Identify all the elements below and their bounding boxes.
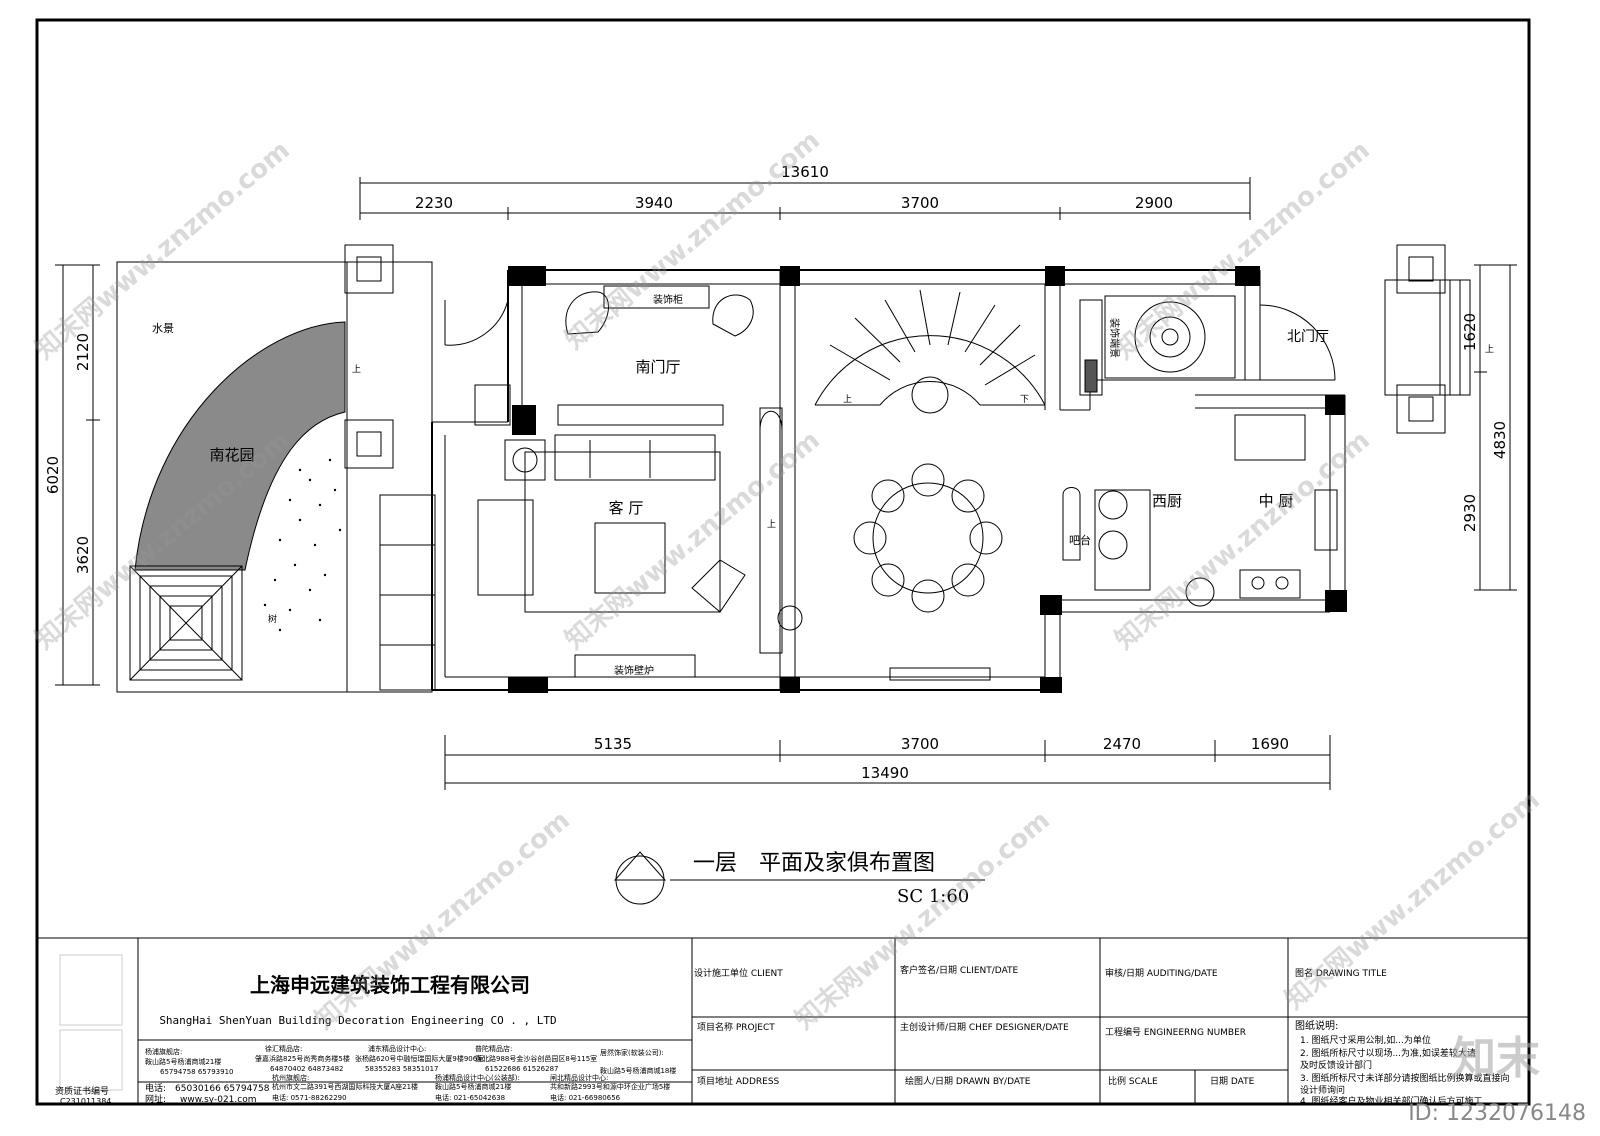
branch-1-addr: 鞍山路5号杨浦商城21楼 xyxy=(145,1057,221,1066)
note-6: 4. 图纸经客户及物业相关部门确认后方可施工 xyxy=(1300,1095,1482,1107)
dim-right-total: 4830 xyxy=(1491,421,1509,459)
sheet-frame xyxy=(35,18,1531,1106)
field-client-sign: 客户签名/日期 CLIENT/DATE xyxy=(900,964,1019,976)
zb-design-addr: 共和新路2993号和源中环企业广场5楼 xyxy=(550,1082,670,1091)
cert-label: 资质证书编号 xyxy=(55,1085,109,1097)
web-url: www.sy-021.com xyxy=(180,1095,256,1105)
note-5: 设计师询问 xyxy=(1300,1084,1345,1096)
room-living: 客 厅 xyxy=(609,499,644,517)
hz-branch-addr: 杭州市文二路391号西湖国际科技大厦A座21楼 xyxy=(272,1082,418,1091)
branch-5-addr: 鞍山路5号杨浦商城18楼 xyxy=(600,1066,676,1075)
field-project: 项目名称 PROJECT xyxy=(697,1021,775,1033)
dim-top-total: 13610 xyxy=(781,163,829,181)
dim-bottom-4: 1690 xyxy=(1251,735,1289,753)
dim-left-2: 3620 xyxy=(74,536,92,574)
branch-1-tel: 65794758 65793910 xyxy=(160,1068,233,1076)
field-drawn-by: 绘图人/日期 DRAWN BY/DATE xyxy=(905,1075,1031,1087)
branch-5-name: 居然饰家(软装公司): xyxy=(600,1048,664,1057)
label-up-3: 上 xyxy=(843,394,852,405)
note-1: 1. 图纸尺寸采用公制,如...为单位 xyxy=(1300,1034,1431,1046)
yp-design-tel: 电话: 021-65042638 xyxy=(435,1093,505,1102)
label-up-2: 上 xyxy=(767,519,776,530)
branch-2-addr: 肇嘉浜路825号尚秀商务楼5楼 xyxy=(255,1054,350,1063)
dim-top-4: 2900 xyxy=(1135,194,1173,212)
yp-design-addr: 鞍山路5号杨浦商城21楼 xyxy=(435,1082,511,1091)
label-deco-cabinet: 装饰柜 xyxy=(653,293,683,306)
label-down: 下 xyxy=(1020,395,1029,405)
web-label: 网址: xyxy=(145,1093,166,1105)
notes-title: 图纸说明: xyxy=(1295,1019,1338,1032)
field-chief-designer: 主创设计师/日期 CHEF DESIGNER/DATE xyxy=(900,1021,1069,1033)
label-deco-scene: 装饰端景 xyxy=(1108,318,1121,358)
note-4: 3. 图纸所标尺寸未详部分请按图纸比例换算或直接向 xyxy=(1300,1072,1509,1084)
dim-right-1: 1620 xyxy=(1461,313,1479,351)
hz-branch-tel: 电话: 0571-88262290 xyxy=(272,1093,347,1102)
field-scale: 比例 SCALE xyxy=(1108,1075,1158,1087)
dim-right-2: 2930 xyxy=(1461,494,1479,532)
zb-design-name: 闸北精品设计中心: xyxy=(550,1073,608,1082)
branch-1-name: 杨浦旗舰店: xyxy=(145,1047,182,1056)
branch-4-tel: 61522686 61526287 xyxy=(485,1065,558,1073)
plan-scale: SC 1:60 xyxy=(897,886,969,907)
room-bar: 吧台 xyxy=(1069,533,1091,547)
dim-left-total: 6020 xyxy=(44,456,62,494)
yp-design-name: 杨浦精品设计中心(公装部): xyxy=(435,1073,520,1082)
plan-title: 一层 平面及家俱布置图 xyxy=(693,851,935,876)
branch-4-name: 普陀精品店: xyxy=(475,1044,512,1053)
note-3: 及时反馈设计部门 xyxy=(1300,1059,1372,1071)
brand-watermark: 知末 xyxy=(1452,1033,1540,1084)
field-date: 日期 DATE xyxy=(1210,1076,1255,1087)
image-id-watermark: ID: 1232076148 xyxy=(1408,1101,1586,1126)
field-eng-no: 工程编号 ENGINEERNG NUMBER xyxy=(1105,1026,1246,1038)
hz-branch-name: 杭州旗舰店: xyxy=(272,1073,309,1082)
branch-2-tel: 64870402 64873482 xyxy=(270,1065,343,1073)
company-name-cn: 上海申远建筑装饰工程有限公司 xyxy=(250,973,530,997)
branch-3-addr: 张杨路620号中融恒瑞国际大厦9楼906室 xyxy=(355,1054,484,1063)
branch-3-tel: 58355283 58351017 xyxy=(365,1065,438,1073)
label-up-4: 上 xyxy=(1485,344,1494,355)
room-chinese-kitchen: 中 厨 xyxy=(1259,492,1294,510)
field-drawing-title: 图名 DRAWING TITLE xyxy=(1295,967,1387,979)
room-north-hall: 北门厅 xyxy=(1287,329,1329,345)
room-south-hall: 南门厅 xyxy=(635,358,680,376)
zb-design-tel: 电话: 021-66980656 xyxy=(550,1093,621,1102)
label-deco-fireplace: 装饰壁炉 xyxy=(614,664,654,677)
branch-2-name: 徐汇精品店: xyxy=(265,1044,302,1053)
room-western-kitchen: 西厨 xyxy=(1152,492,1182,510)
dim-bottom-3: 2470 xyxy=(1103,735,1141,753)
cert-number: C231011384 xyxy=(60,1097,111,1106)
dim-bottom-total: 13490 xyxy=(861,764,909,782)
dim-left-1: 2120 xyxy=(74,333,92,371)
branch-4-addr: 真北路988号金沙谷创邑园区8号115室 xyxy=(475,1054,597,1063)
phone-number: 65030166 65794758 xyxy=(175,1084,270,1094)
company-name-en: ShangHai ShenYuan Building Decoration En… xyxy=(159,1014,556,1027)
field-address: 项目地址 ADDRESS xyxy=(697,1075,780,1087)
dim-top-2: 3940 xyxy=(635,194,673,212)
label-up-1: 上 xyxy=(352,364,361,375)
dim-bottom-2: 3700 xyxy=(901,735,939,753)
field-client: 设计施工单位 CLIENT xyxy=(694,967,783,979)
dim-top-3: 3700 xyxy=(901,194,939,212)
phone-label: 电话: xyxy=(145,1082,166,1094)
branch-3-name: 浦东精品设计中心: xyxy=(368,1044,426,1053)
room-waterscape: 水景 xyxy=(152,322,174,335)
room-south-garden: 南花园 xyxy=(209,446,254,464)
dim-bottom-1: 5135 xyxy=(594,735,632,753)
field-audit: 审核/日期 AUDITING/DATE xyxy=(1105,967,1218,979)
note-2: 2. 图纸所标尺寸以现场...为准,如误差较大请 xyxy=(1300,1047,1476,1059)
label-tree: 树 xyxy=(268,613,277,625)
dim-top-1: 2230 xyxy=(415,194,453,212)
